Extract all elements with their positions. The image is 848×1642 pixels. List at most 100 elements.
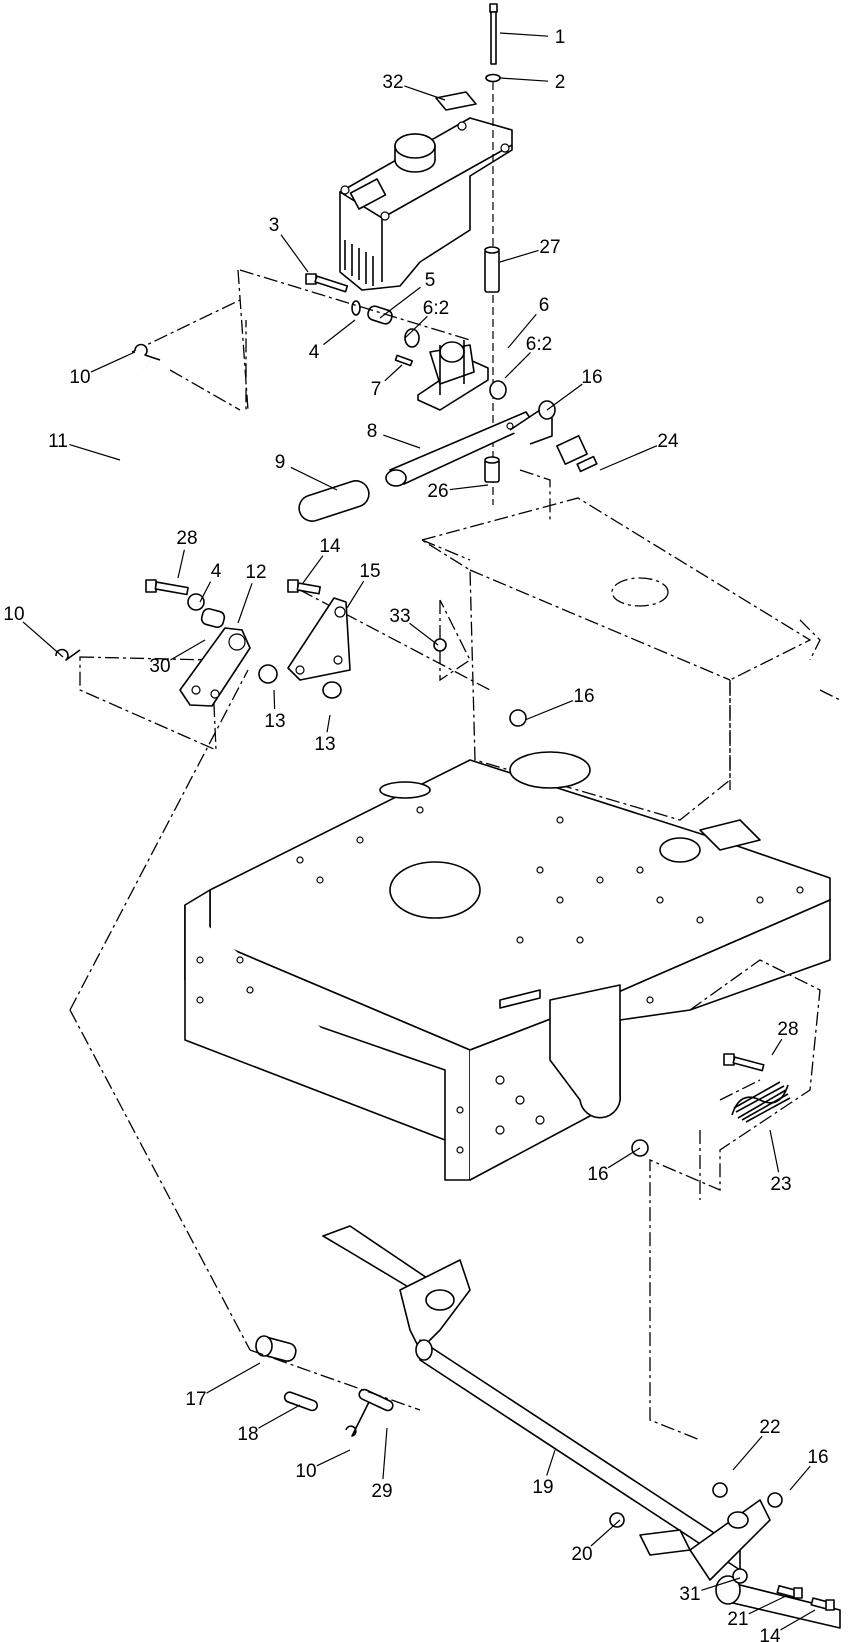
bolt-28-lower xyxy=(723,1053,765,1072)
upper-frame xyxy=(420,469,841,821)
leader-line xyxy=(346,580,365,609)
yoke-17 xyxy=(255,1335,297,1362)
leader-line xyxy=(383,434,421,449)
callout-18-34: 18 xyxy=(237,1424,258,1445)
bolt-21 xyxy=(776,1584,803,1599)
main-frame xyxy=(184,751,831,1181)
clip-10-bottom xyxy=(345,1399,371,1437)
leader-line xyxy=(546,1449,556,1476)
callout-6-6: 6 xyxy=(539,295,550,316)
nut-22 xyxy=(712,1482,728,1498)
callout-31-40: 31 xyxy=(679,1584,700,1605)
nut-20 xyxy=(609,1512,625,1528)
callout-15-22: 15 xyxy=(359,561,380,582)
leader-line xyxy=(780,1609,816,1631)
callout-19-37: 19 xyxy=(532,1477,553,1498)
nut-13-b xyxy=(322,681,342,699)
leader-line xyxy=(326,714,331,733)
bolt-14 xyxy=(287,579,321,595)
leader-line xyxy=(379,286,421,319)
callout-11-14: 11 xyxy=(48,431,68,452)
washer-4 xyxy=(351,300,361,316)
leader-line xyxy=(384,364,403,382)
callout-28-29: 28 xyxy=(777,1019,798,1040)
leader-line xyxy=(404,315,428,339)
bolt-28 xyxy=(145,579,189,596)
callout-13-28: 13 xyxy=(314,734,335,755)
callout-10-10: 10 xyxy=(69,367,90,388)
leader-line xyxy=(748,1594,789,1615)
leader-line xyxy=(170,639,206,661)
nut-16-b xyxy=(509,709,527,727)
callout-20-39: 20 xyxy=(571,1544,592,1565)
callout-10-36: 10 xyxy=(295,1461,316,1482)
washer-4-lower xyxy=(187,593,205,611)
callout-16-12: 16 xyxy=(581,367,602,388)
leader-line xyxy=(771,1038,783,1056)
leader-line xyxy=(499,77,549,82)
leader-line xyxy=(237,583,253,624)
leader-line xyxy=(507,313,537,349)
callout-2-1: 2 xyxy=(555,72,566,93)
callout-5-5: 5 xyxy=(425,270,436,291)
leader-line xyxy=(177,549,185,579)
callout-26-17: 26 xyxy=(427,481,448,502)
callout-33-24: 33 xyxy=(389,606,410,627)
callout-27-4: 27 xyxy=(539,237,560,258)
callout-14-19: 14 xyxy=(319,536,341,557)
pin-29 xyxy=(358,1388,394,1412)
leader-line xyxy=(382,1427,388,1480)
leader-line xyxy=(90,351,136,373)
leader-line xyxy=(273,689,276,710)
callout-6-2-9: 6:2 xyxy=(526,334,552,355)
leader-line xyxy=(769,1129,780,1173)
callout-29-38: 29 xyxy=(371,1481,392,1502)
leader-line xyxy=(258,1404,301,1429)
callout-10-23: 10 xyxy=(3,604,24,625)
leader-line xyxy=(499,32,549,37)
leader-line xyxy=(323,319,356,346)
spring-23 xyxy=(731,1081,791,1123)
leader-line xyxy=(206,1362,261,1394)
callout-28-18: 28 xyxy=(176,528,197,549)
callout-12-20: 12 xyxy=(245,562,266,583)
lever-8 xyxy=(385,409,553,487)
pin-7 xyxy=(394,354,414,367)
callout-14-42: 14 xyxy=(759,1626,781,1642)
callout-16-35: 16 xyxy=(807,1447,828,1468)
leader-line xyxy=(701,1577,741,1591)
callout-16-26: 16 xyxy=(573,686,594,707)
bolt-3 xyxy=(305,273,349,293)
leader-line xyxy=(546,383,583,411)
pin-18 xyxy=(283,1391,319,1412)
nut-33 xyxy=(433,638,447,652)
plate-12 xyxy=(179,627,251,707)
switch-24 xyxy=(556,435,598,473)
leader-line xyxy=(499,249,539,263)
leader-line xyxy=(524,699,574,721)
callout-32-2: 32 xyxy=(382,72,403,93)
callout-4-21: 4 xyxy=(211,561,222,582)
leader-line xyxy=(590,1519,621,1547)
grip-9 xyxy=(298,480,370,522)
leader-line xyxy=(599,445,658,471)
callout-1-0: 1 xyxy=(555,27,566,48)
washer-2 xyxy=(485,73,501,83)
decal-32 xyxy=(435,91,477,111)
leader-line xyxy=(280,234,309,273)
leader-line xyxy=(69,443,121,461)
callout-13-27: 13 xyxy=(264,711,285,732)
spacer-30 xyxy=(200,607,226,629)
spacer-26 xyxy=(484,456,500,483)
leader-line xyxy=(789,1465,811,1491)
nut-13-a xyxy=(258,664,278,684)
leader-line xyxy=(22,621,64,658)
callout-9-16: 9 xyxy=(275,452,286,473)
clip-10-lower xyxy=(55,648,81,661)
callout-4-8: 4 xyxy=(309,342,320,363)
leader-line xyxy=(302,555,324,584)
fuel-tank xyxy=(339,117,513,291)
bolt-1 xyxy=(489,3,498,65)
